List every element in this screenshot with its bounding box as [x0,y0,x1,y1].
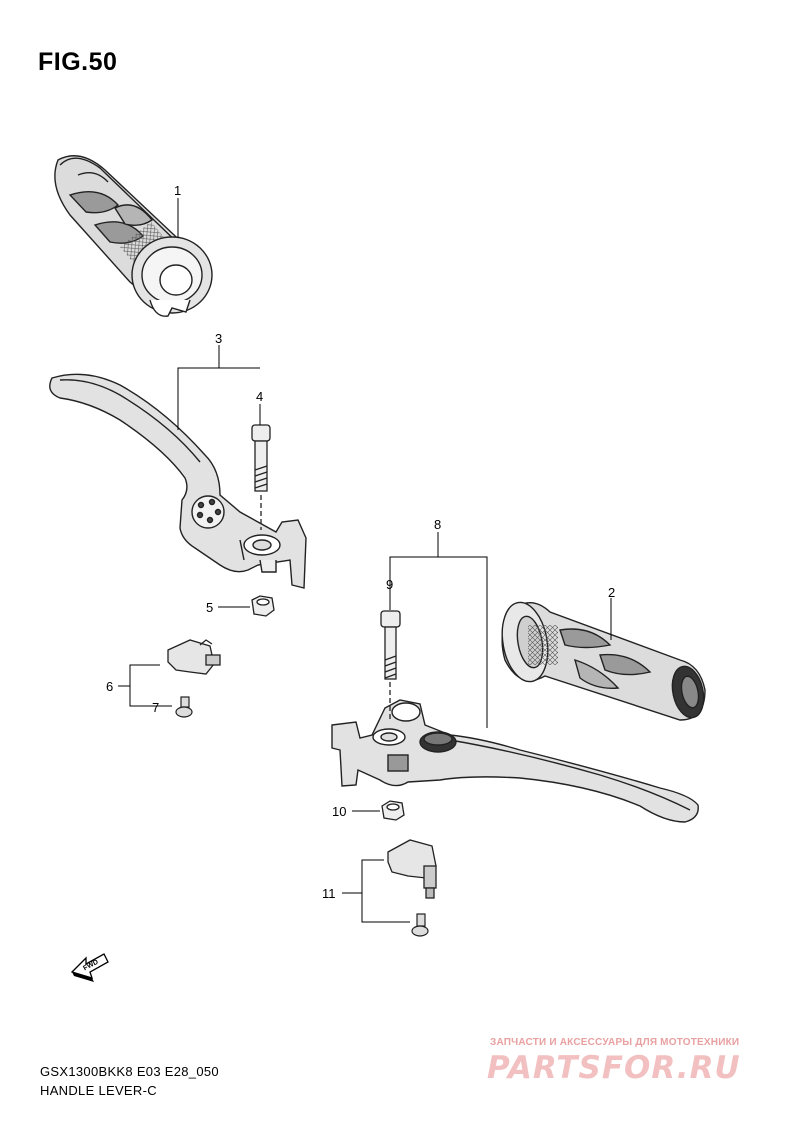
callout-5: 5 [206,600,214,615]
fwd-arrow-icon [70,953,109,982]
watermark-logo: PARTSFOR.RU [487,1050,741,1086]
nut-10-drawing [381,800,405,821]
screw-11-drawing [411,913,429,937]
figure-title: FIG.50 [38,48,118,76]
left-grip-drawing [54,155,213,317]
switch-6-drawing [167,639,221,675]
callout-11: 11 [322,886,336,901]
callout-9: 9 [386,577,394,592]
bolt-4-drawing [251,424,271,530]
bolt-9-drawing [380,610,401,720]
callout-10: 10 [332,804,347,819]
right-grip-drawing [501,601,706,721]
callout-6: 6 [106,679,114,694]
screw-7-drawing [175,696,193,718]
switch-11-drawing [387,839,437,899]
diagram-caption: HANDLE LEVER-C [40,1083,157,1098]
callout-1: 1 [174,183,182,198]
nut-5-drawing [251,595,275,617]
callout-3: 3 [215,331,223,346]
left-lever-drawing [49,373,307,589]
callout-4: 4 [256,389,264,404]
callout-2: 2 [608,585,616,600]
callout-8: 8 [434,517,442,532]
watermark-tagline: ЗАПЧАСТИ И АКСЕССУАРЫ ДЛЯ МОТОТЕХНИКИ [490,1037,740,1048]
callout-7: 7 [152,700,160,715]
model-code: GSX1300BKK8 E03 E28_050 [40,1064,219,1079]
right-lever-drawing [331,699,699,823]
leader-lines [118,198,612,923]
